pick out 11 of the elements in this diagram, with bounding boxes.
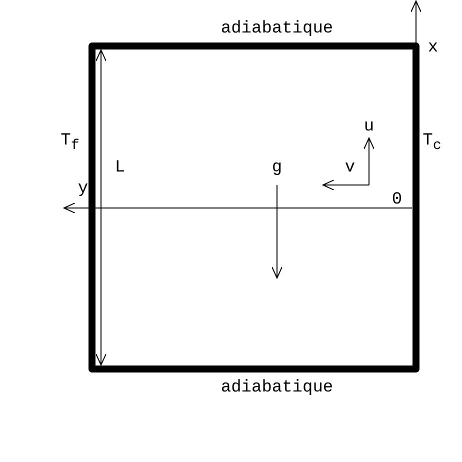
- velocity-label: v: [344, 160, 356, 176]
- wall-label: adiabatique: [220, 380, 334, 396]
- temperature-label: T$_{c}$: [422, 132, 442, 154]
- axis-label: y: [78, 180, 88, 198]
- temperature-label: T$_{f}$: [60, 132, 80, 154]
- length-label: L: [114, 160, 126, 176]
- wall-label: adiabatique: [220, 20, 334, 38]
- gravity-label: g: [272, 160, 282, 176]
- axis-label: x: [428, 40, 438, 56]
- origin-label: 0: [392, 192, 402, 208]
- velocity-label: u: [364, 118, 374, 136]
